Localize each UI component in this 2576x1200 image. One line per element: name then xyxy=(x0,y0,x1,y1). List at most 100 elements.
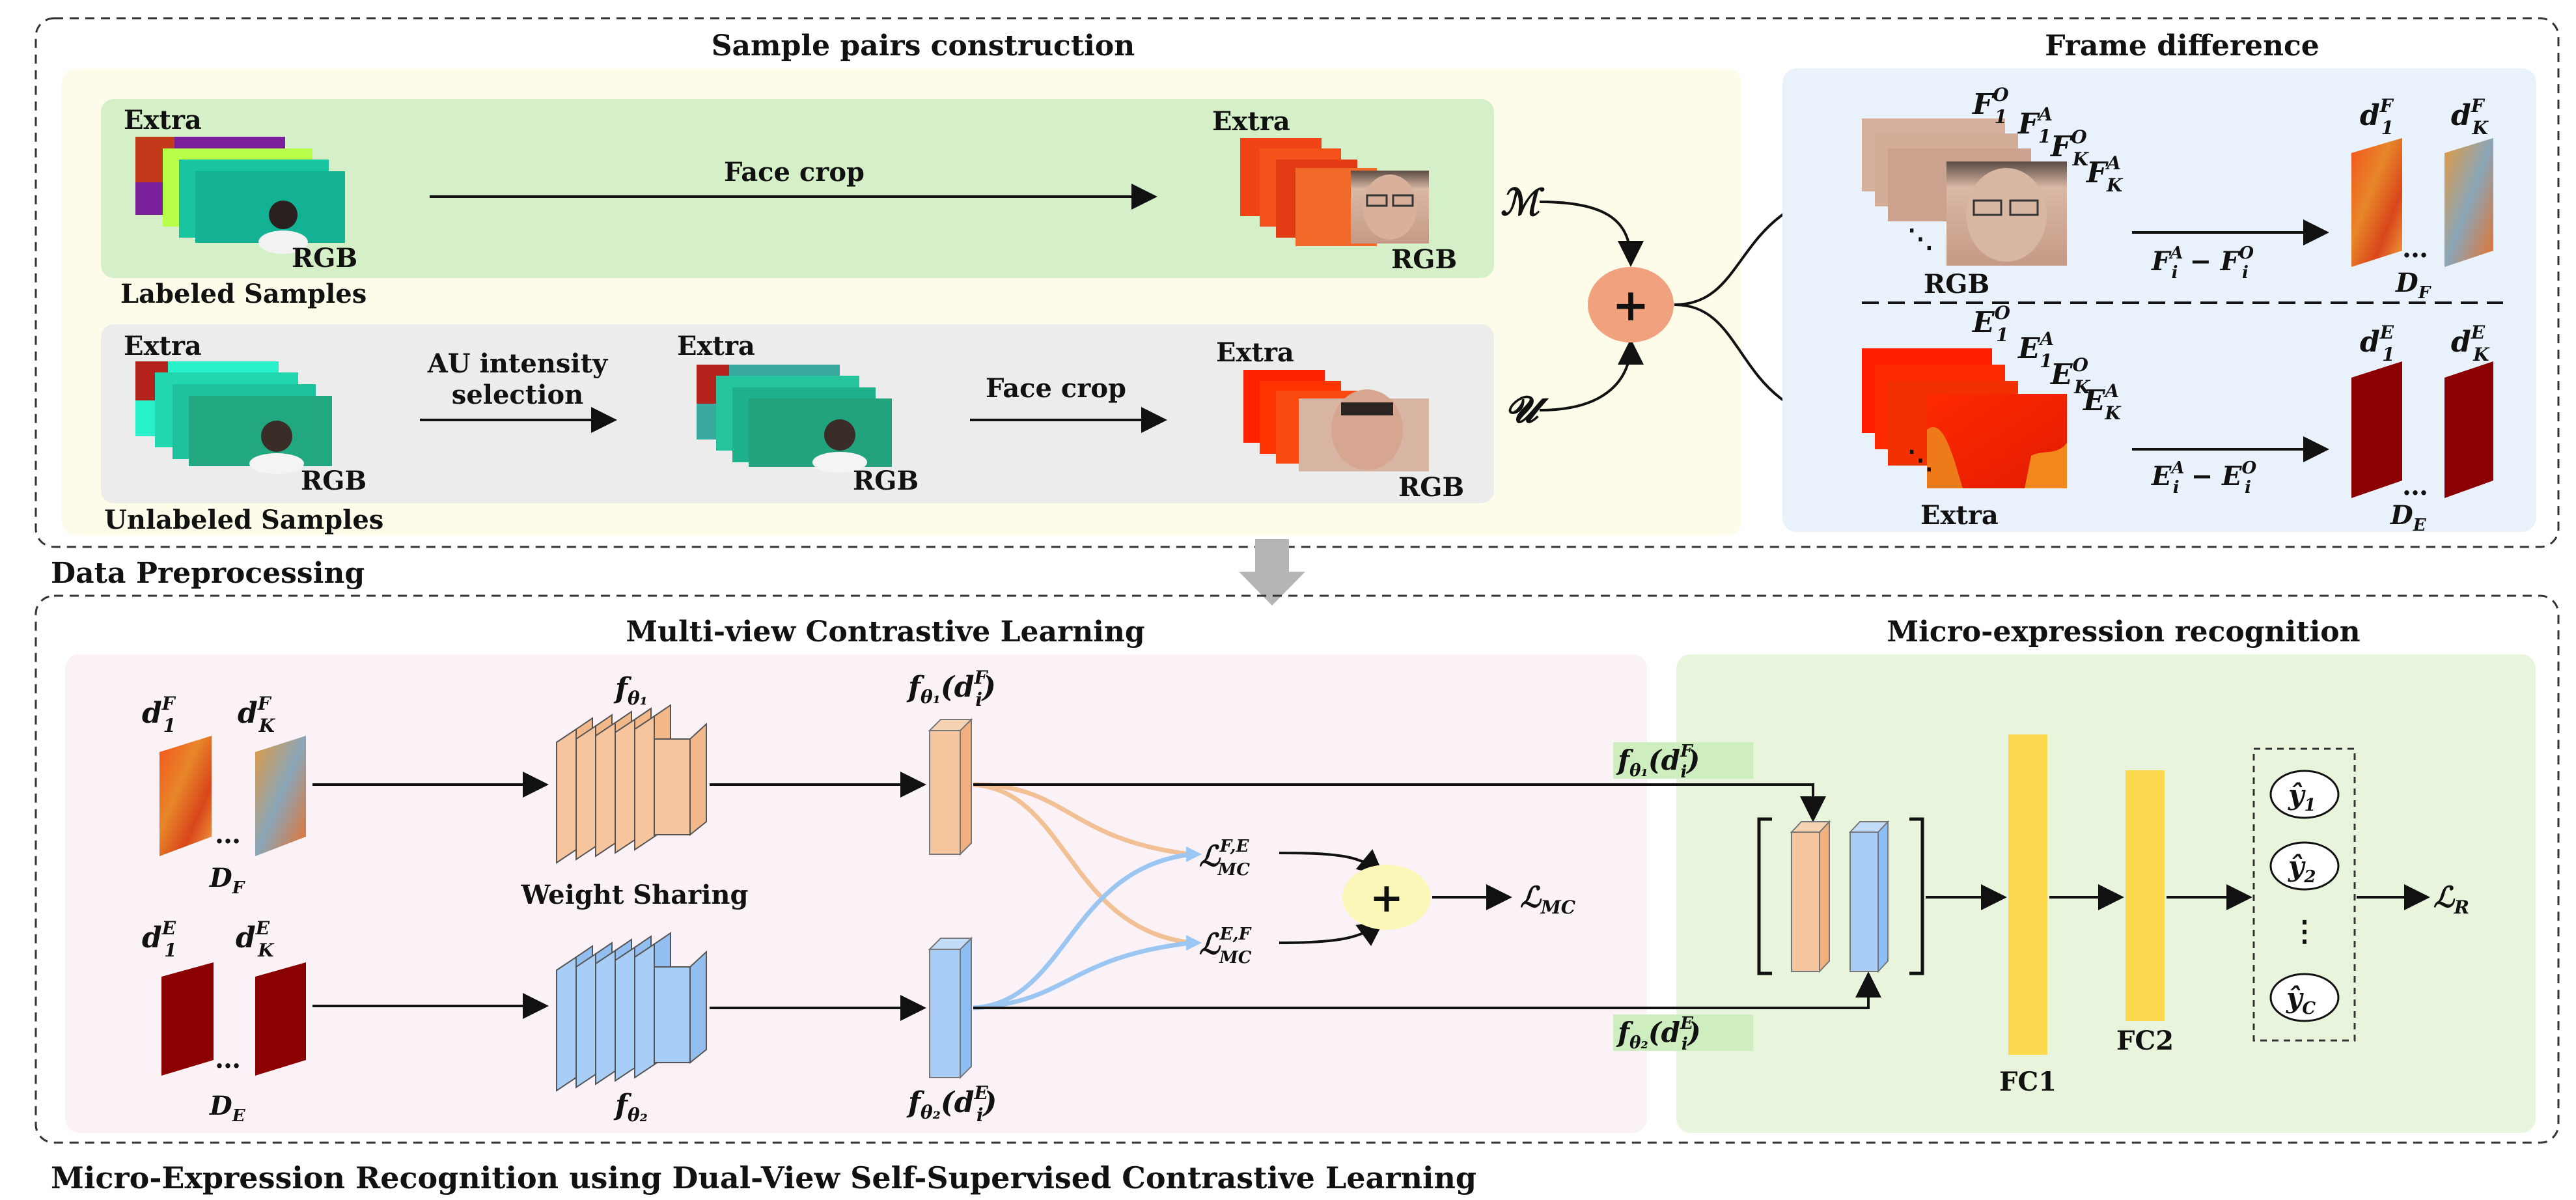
mv-df-first xyxy=(159,736,212,856)
feature-1-block xyxy=(928,718,973,856)
training-frame xyxy=(35,594,2560,1144)
labeled-rgb-right: RGB xyxy=(1391,244,1457,275)
mv-de-first xyxy=(161,962,214,1076)
output-y1: ŷ1 xyxy=(2288,779,2316,815)
frame-difference-title: Frame difference xyxy=(2045,29,2320,63)
frame-de-last xyxy=(2444,361,2493,498)
fc2-label: FC2 xyxy=(2116,1026,2174,1056)
loss-plus: + xyxy=(1370,874,1404,921)
encoder-2 xyxy=(556,932,707,1092)
labeled-set-symbol: ℳ xyxy=(1501,181,1545,224)
labeled-samples-label: Labeled Samples xyxy=(120,279,367,309)
frame-df-dots: … xyxy=(2402,233,2428,264)
extra-depth-stack xyxy=(1862,348,2067,488)
fusion-orange-block xyxy=(1790,820,1831,973)
output-yc-node xyxy=(2269,973,2340,1022)
frame-df-label: DF xyxy=(2395,268,2431,303)
multiview-panel xyxy=(65,654,1647,1133)
mv-de-dots: … xyxy=(215,1044,241,1074)
labeled-extra-left: Extra xyxy=(124,105,202,135)
merge-plus-node xyxy=(1588,267,1674,342)
feature1-to-fusion-line xyxy=(973,783,1826,822)
mv-df-label: DF xyxy=(209,863,245,898)
au-intensity-line2: selection xyxy=(452,380,583,410)
frame-de-label: DE xyxy=(2390,500,2427,535)
rgb-ellipsis: ⋱ xyxy=(1907,223,1933,254)
encoder-1-label: fθ₁ xyxy=(613,672,648,709)
loss-r: ℒR xyxy=(2433,881,2469,918)
contrast-curve-blue-2 xyxy=(973,940,1192,1011)
unlabeled-rgb-1: RGB xyxy=(301,466,367,496)
mv-df-last xyxy=(255,736,306,856)
au-intensity-line1: AU intensity xyxy=(427,348,609,379)
rec-input1-badge xyxy=(1613,742,1753,779)
labeled-face-crop: Face crop xyxy=(724,157,865,188)
contrast-curve-blue-1 xyxy=(973,852,1192,1011)
unlabeled-cropped-stack xyxy=(1243,370,1429,471)
concat-bracket-right xyxy=(1909,817,1924,975)
contrast-arrowhead-2 xyxy=(1186,935,1202,951)
labeled-cropped-stack xyxy=(1240,138,1429,246)
output-box xyxy=(2252,747,2356,1042)
unlabeled-extra-2: Extra xyxy=(677,331,755,361)
output-y1-node xyxy=(2269,770,2340,819)
mv-de-last xyxy=(255,962,306,1076)
data-preprocessing-title: Data Preprocessing xyxy=(51,557,365,590)
output-y2: ŷ2 xyxy=(2288,850,2316,887)
fc1-label: FC1 xyxy=(1999,1067,2057,1097)
encoder-1 xyxy=(556,704,707,864)
loss-mc: ℒMC xyxy=(1520,881,1576,918)
merge-plus: + xyxy=(1613,279,1650,331)
contrast-curve-orange-2 xyxy=(973,782,1192,945)
multiview-title: Multi-view Contrastive Learning xyxy=(626,615,1144,649)
labeled-merge-arrow xyxy=(1539,201,1644,267)
preprocessing-frame xyxy=(35,17,2560,548)
frame-diff-rgb-label: RGB xyxy=(1924,269,1989,300)
unlabeled-face-crop: Face crop xyxy=(986,373,1126,404)
unlabeled-extra-1: Extra xyxy=(124,331,202,361)
sample-pairs-title: Sample pairs construction xyxy=(712,29,1135,63)
extra-ellipsis: ⋱ xyxy=(1907,445,1933,475)
labeled-frame-stack xyxy=(135,137,345,254)
unlabeled-frame-stack-1 xyxy=(135,361,332,474)
concat-bracket-left xyxy=(1757,817,1772,975)
fc1-block xyxy=(2008,734,2047,1055)
mv-de-label: DE xyxy=(209,1091,246,1126)
unlabeled-frame-stack-2 xyxy=(697,365,892,473)
frame-diff-extra-label: Extra xyxy=(1920,500,1999,531)
mv-df-dots: … xyxy=(215,819,241,850)
feature2-to-fusion-line xyxy=(973,971,1881,1009)
rec-input2-badge xyxy=(1613,1014,1753,1051)
loss-plus-node xyxy=(1342,865,1431,930)
recognition-title: Micro-expression recognition xyxy=(1887,615,2360,649)
fusion-blue-block xyxy=(1848,820,1890,973)
output-yc: ŷC xyxy=(2286,982,2316,1018)
down-arrow xyxy=(1239,539,1305,606)
unlabeled-rgb-2: RGB xyxy=(853,466,919,496)
feature-2-block xyxy=(928,936,973,1080)
fc2-block xyxy=(2126,770,2165,1021)
contrast-curve-orange-1 xyxy=(973,782,1192,857)
labeled-band xyxy=(101,99,1494,278)
contrast-arrowhead-1 xyxy=(1186,846,1202,862)
unlabeled-rgb-3: RGB xyxy=(1398,472,1464,503)
frame-df-last xyxy=(2444,138,2493,267)
